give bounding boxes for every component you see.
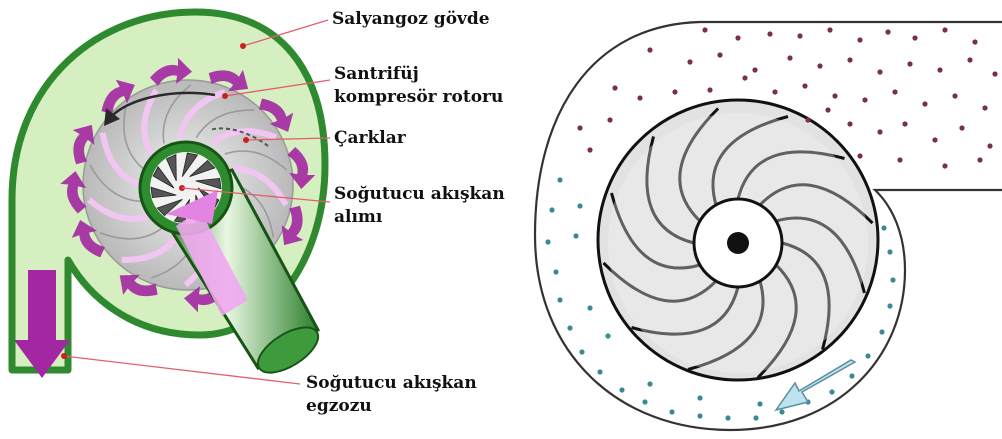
particle-hot — [862, 97, 867, 102]
particle-cold — [619, 387, 624, 392]
particle-hot — [857, 37, 862, 42]
particle-hot — [992, 71, 997, 76]
particle-cold — [545, 239, 550, 244]
particle-cold — [579, 349, 584, 354]
compressor-diagram — [12, 12, 330, 384]
particle-hot — [937, 67, 942, 72]
particle-cold — [887, 303, 892, 308]
particle-hot — [912, 35, 917, 40]
particle-cold — [881, 225, 886, 230]
particle-cold — [887, 249, 892, 254]
particle-cold — [757, 401, 762, 406]
label-intake-line1: Soğutucu akışkan — [334, 184, 505, 205]
particle-hot — [767, 31, 772, 36]
particle-hot — [972, 39, 977, 44]
particle-cold — [557, 177, 562, 182]
particle-cold — [890, 277, 895, 282]
particle-hot — [797, 33, 802, 38]
particle-hot — [827, 27, 832, 32]
particle-hot — [922, 101, 927, 106]
particle-hot — [959, 125, 964, 130]
particle-hot — [847, 57, 852, 62]
particle-hot — [977, 157, 982, 162]
particle-cold — [829, 389, 834, 394]
label-intake-line2: alımı — [334, 207, 382, 228]
particle-cold — [725, 415, 730, 420]
fan-shaft — [727, 232, 749, 254]
particle-hot — [877, 129, 882, 134]
particle-hot — [672, 89, 677, 94]
particle-hot — [932, 137, 937, 142]
particle-hot — [892, 89, 897, 94]
particle-cold — [879, 329, 884, 334]
particle-hot — [847, 121, 852, 126]
particle-hot — [897, 157, 902, 162]
particle-hot — [637, 95, 642, 100]
particle-cold — [577, 203, 582, 208]
particle-hot — [967, 57, 972, 62]
particle-cold — [647, 381, 652, 386]
particle-hot — [982, 105, 987, 110]
particle-hot — [647, 47, 652, 52]
particle-cold — [697, 413, 702, 418]
particle-cold — [587, 305, 592, 310]
particle-cold — [865, 353, 870, 358]
particle-cold — [567, 325, 572, 330]
particle-hot — [832, 93, 837, 98]
particle-cold — [557, 297, 562, 302]
particle-cold — [549, 207, 554, 212]
particle-hot — [787, 55, 792, 60]
particle-cold — [669, 409, 674, 414]
label-impellers: Çarklar — [334, 128, 406, 149]
particle-hot — [607, 117, 612, 122]
particle-cold — [753, 415, 758, 420]
particle-hot — [805, 117, 810, 122]
particle-hot — [735, 35, 740, 40]
particle-hot — [612, 85, 617, 90]
label-exhaust-line2: egzozu — [306, 396, 372, 417]
particle-hot — [577, 125, 582, 130]
particle-hot — [702, 27, 707, 32]
particle-hot — [877, 69, 882, 74]
particle-cold — [697, 395, 702, 400]
particle-hot — [942, 163, 947, 168]
particle-cold — [605, 333, 610, 338]
particle-cold — [597, 369, 602, 374]
particle-hot — [802, 83, 807, 88]
particle-hot — [902, 121, 907, 126]
label-exhaust-line1: Soğutucu akışkan — [306, 373, 477, 394]
particle-cold — [779, 409, 784, 414]
particle-hot — [687, 59, 692, 64]
particle-hot — [885, 29, 890, 34]
blower-diagram — [535, 22, 1002, 430]
particle-hot — [772, 89, 777, 94]
particle-hot — [907, 61, 912, 66]
label-housing: Salyangoz gövde — [332, 9, 490, 30]
particle-cold — [849, 373, 854, 378]
particle-cold — [642, 399, 647, 404]
particle-hot — [717, 52, 722, 57]
particle-hot — [952, 93, 957, 98]
particle-hot — [817, 63, 822, 68]
label-rotor-line2: kompresör rotoru — [334, 87, 503, 108]
particle-hot — [857, 153, 862, 158]
particle-hot — [987, 143, 992, 148]
particle-hot — [707, 87, 712, 92]
particle-hot — [587, 147, 592, 152]
label-rotor-line1: Santrifüj — [334, 64, 419, 85]
particle-hot — [825, 107, 830, 112]
particle-cold — [573, 233, 578, 238]
particle-cold — [553, 269, 558, 274]
particle-hot — [742, 75, 747, 80]
particle-hot — [942, 27, 947, 32]
particle-hot — [752, 67, 757, 72]
